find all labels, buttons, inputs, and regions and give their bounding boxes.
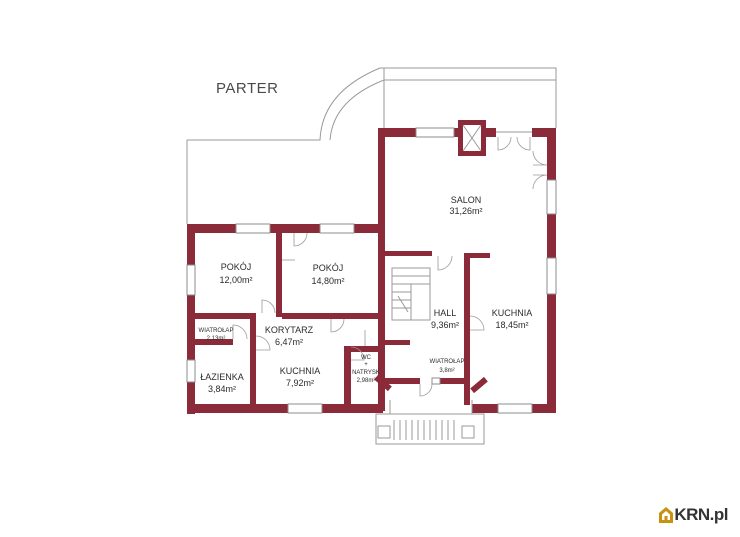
room-name: WC [361,355,372,361]
room-area: 3,8m² [439,368,454,374]
room-name: POKÓJ [221,262,252,272]
room-area: 12,00m² [219,275,252,285]
terrace-door-icon [496,128,532,151]
logo-text: KRN.pl [674,505,728,524]
room-name: POKÓJ [313,263,344,273]
room-name: WIATROŁAP [199,328,234,334]
room-kuchnia-2: KUCHNIA 7,92m² [280,366,321,388]
room-name: WIATROŁAP [430,359,465,365]
room-korytarz: KORYTARZ 6,47m² [265,325,314,347]
room-area: 6,47m² [275,337,303,347]
room-name: KUCHNIA [280,366,321,376]
room-wiatrolap-2: WIATROŁAP 3,8m² [430,359,465,374]
room-name: SALON [451,195,482,205]
room-area: 14,80m² [311,276,344,286]
room-name-2: NATRYSK [352,370,380,376]
room-area: 2,13m² [207,336,226,342]
room-plus: + [364,362,368,368]
room-wc-natrysk: WC + NATRYSK 2,98m² [352,355,380,384]
room-wiatrolap-1: WIATROŁAP 2,13m² [199,328,234,342]
door-swings [232,150,548,397]
room-lazienka: ŁAZIENKA 3,84m² [200,372,244,394]
room-area: 2,98m² [357,378,376,384]
room-area: 9,36m² [431,320,459,330]
room-name: KORYTARZ [265,325,314,335]
room-name: KUCHNIA [492,308,533,318]
room-pokoj-1: POKÓJ 12,00m² [219,262,252,285]
room-name: HALL [434,308,457,318]
terrace-outline [186,67,557,224]
room-kuchnia-1: KUCHNIA 18,45m² [492,308,533,330]
room-area: 3,84m² [208,384,236,394]
room-salon: SALON 31,26m² [449,195,482,216]
house-logo-icon [659,507,674,523]
room-hall: HALL 9,36m² [431,308,459,330]
krn-logo: KRN.pl [658,505,728,525]
staircase-icon [391,267,431,321]
room-area: 31,26m² [449,206,482,216]
plan-title: PARTER [216,80,278,97]
entrance-porch [375,400,485,445]
chimney-icon [458,120,486,156]
windows [186,127,557,414]
room-pokoj-2: POKÓJ 14,80m² [311,263,344,286]
room-area: 18,45m² [495,320,528,330]
room-name: ŁAZIENKA [200,372,244,382]
room-area: 7,92m² [286,378,314,388]
